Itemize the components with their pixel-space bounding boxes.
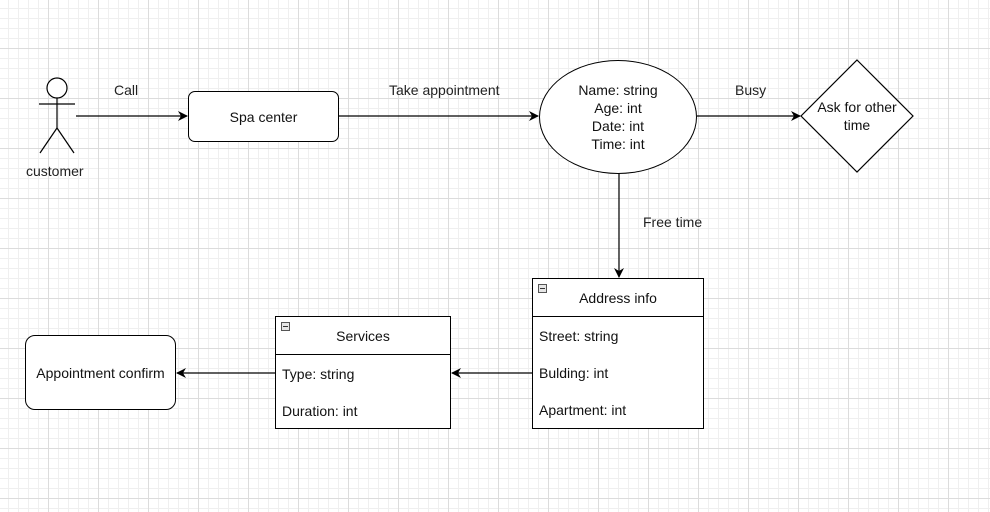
- edge-label-free-time: Free time: [643, 214, 703, 230]
- collapse-icon[interactable]: [281, 322, 290, 331]
- spa-center-node[interactable]: Spa center: [188, 91, 339, 142]
- services-field-type: Type: string: [282, 365, 355, 382]
- address-field-apartment: Apartment: int: [539, 401, 627, 418]
- address-info-title: Address info: [579, 289, 657, 306]
- services-header: Services: [276, 317, 450, 355]
- ask-other-time-diamond: [800, 59, 914, 173]
- appointment-field-age: Age: int: [594, 100, 642, 116]
- services-title: Services: [336, 327, 390, 344]
- ask-other-time-text[interactable]: Ask for other time: [807, 98, 907, 134]
- collapse-icon[interactable]: [538, 284, 547, 293]
- address-field-building: Bulding: int: [539, 364, 609, 381]
- edge-label-busy: Busy: [735, 82, 767, 98]
- ask-other-time-line-2: time: [843, 117, 871, 133]
- edge-label-call: Call: [114, 82, 139, 98]
- services-class[interactable]: Services Type: string Duration: int: [275, 316, 451, 429]
- services-field-duration: Duration: int: [282, 402, 358, 419]
- address-info-class[interactable]: Address info Street: string Bulding: int…: [532, 278, 704, 429]
- appointment-confirm-node[interactable]: Appointment confirm: [25, 335, 176, 410]
- ask-other-time-line-1: Ask for other: [817, 99, 897, 115]
- appointment-field-name: Name: string: [578, 82, 658, 98]
- address-field-street: Street: string: [539, 327, 619, 344]
- customer-label: customer: [26, 163, 84, 179]
- address-info-header: Address info: [533, 279, 703, 317]
- appointment-info-ellipse[interactable]: Name: string Age: int Date: int Time: in…: [539, 60, 697, 174]
- customer-actor-icon: [39, 77, 75, 154]
- edge-label-take-appointment: Take appointment: [389, 82, 500, 98]
- appointment-field-date: Date: int: [591, 118, 645, 134]
- appointment-field-time: Time: int: [591, 136, 645, 152]
